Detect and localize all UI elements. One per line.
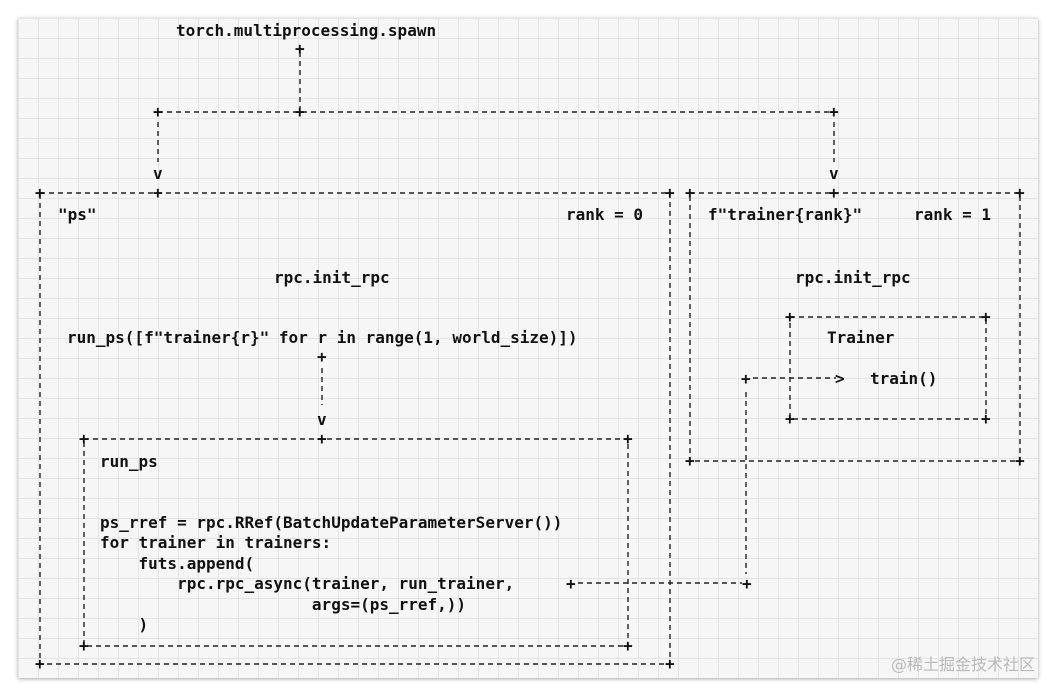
trainer-box-border bbox=[689, 192, 1021, 462]
trainer-class-corner-br: + bbox=[981, 409, 991, 428]
run-ps-corner-br: + bbox=[623, 636, 633, 655]
ps-box-corner-tl: + bbox=[35, 183, 45, 202]
run-ps-corner-bl: + bbox=[79, 636, 89, 655]
ps-box-corner-bl: + bbox=[35, 654, 45, 673]
trainer-class-box-border bbox=[789, 316, 987, 420]
code-line: ps_rref = rpc.RRef(BatchUpdateParameterS… bbox=[100, 513, 562, 532]
arrow-to-train: > bbox=[835, 369, 845, 388]
run-ps-title: run_ps bbox=[100, 452, 158, 471]
spawn-junction: + bbox=[295, 39, 305, 58]
trainer-box-corner-bl: + bbox=[685, 451, 695, 470]
run-ps-junction: + bbox=[317, 429, 327, 448]
arrow-to-trainer: v bbox=[829, 164, 839, 183]
ps-run-call: run_ps([f"trainer{r}" for r in range(1, … bbox=[67, 328, 578, 347]
branch-left-corner: + bbox=[153, 102, 163, 121]
rpc-up-corner: + bbox=[741, 369, 751, 388]
code-line: ) bbox=[100, 615, 148, 634]
code-line: for trainer in trainers: bbox=[100, 533, 331, 552]
trainer-class-corner-tl: + bbox=[785, 307, 795, 326]
trainer-box-corner-tl: + bbox=[685, 183, 695, 202]
branch-mid-junction: + bbox=[295, 102, 305, 121]
trainer-class-corner-bl: + bbox=[785, 409, 795, 428]
trainer-box-junction: + bbox=[829, 183, 839, 202]
ps-box-corner-tr: + bbox=[665, 183, 675, 202]
trainer-box-corner-tr: + bbox=[1015, 183, 1025, 202]
trainer-class-corner-tr: + bbox=[981, 307, 991, 326]
branch-right-corner: + bbox=[829, 102, 839, 121]
watermark: @稀土掘金技术社区 bbox=[890, 655, 1035, 674]
trainer-class-label: Trainer bbox=[827, 328, 894, 347]
code-line: args=(ps_rref,)) bbox=[100, 595, 466, 614]
code-line: rpc.rpc_async(trainer, run_trainer, bbox=[100, 574, 514, 593]
spawn-label: torch.multiprocessing.spawn bbox=[176, 21, 436, 40]
trainer-name: f"trainer{rank}" bbox=[708, 205, 862, 224]
run-ps-corner-tr: + bbox=[623, 429, 633, 448]
ps-name: "ps" bbox=[58, 205, 97, 224]
ps-rank: rank = 0 bbox=[566, 205, 643, 224]
rpc-async-corner: + bbox=[742, 574, 752, 593]
grid-paper bbox=[18, 18, 1038, 678]
ps-box-border bbox=[39, 192, 671, 665]
trainer-rank: rank = 1 bbox=[914, 205, 991, 224]
arrow-to-ps: v bbox=[153, 164, 163, 183]
ps-box-corner-br: + bbox=[665, 654, 675, 673]
trainer-box-corner-br: + bbox=[1015, 451, 1025, 470]
arrow-to-run-ps: v bbox=[317, 410, 327, 429]
rpc-async-junction: + bbox=[566, 574, 576, 593]
code-line: futs.append( bbox=[100, 554, 254, 573]
trainer-train-method: train() bbox=[870, 369, 937, 388]
trainer-init-rpc: rpc.init_rpc bbox=[795, 268, 911, 287]
ps-box-junction: + bbox=[153, 183, 163, 202]
run-call-junction: + bbox=[317, 347, 327, 366]
run-ps-box-border bbox=[83, 438, 629, 647]
run-ps-corner-tl: + bbox=[79, 429, 89, 448]
ps-init-rpc: rpc.init_rpc bbox=[274, 268, 390, 287]
